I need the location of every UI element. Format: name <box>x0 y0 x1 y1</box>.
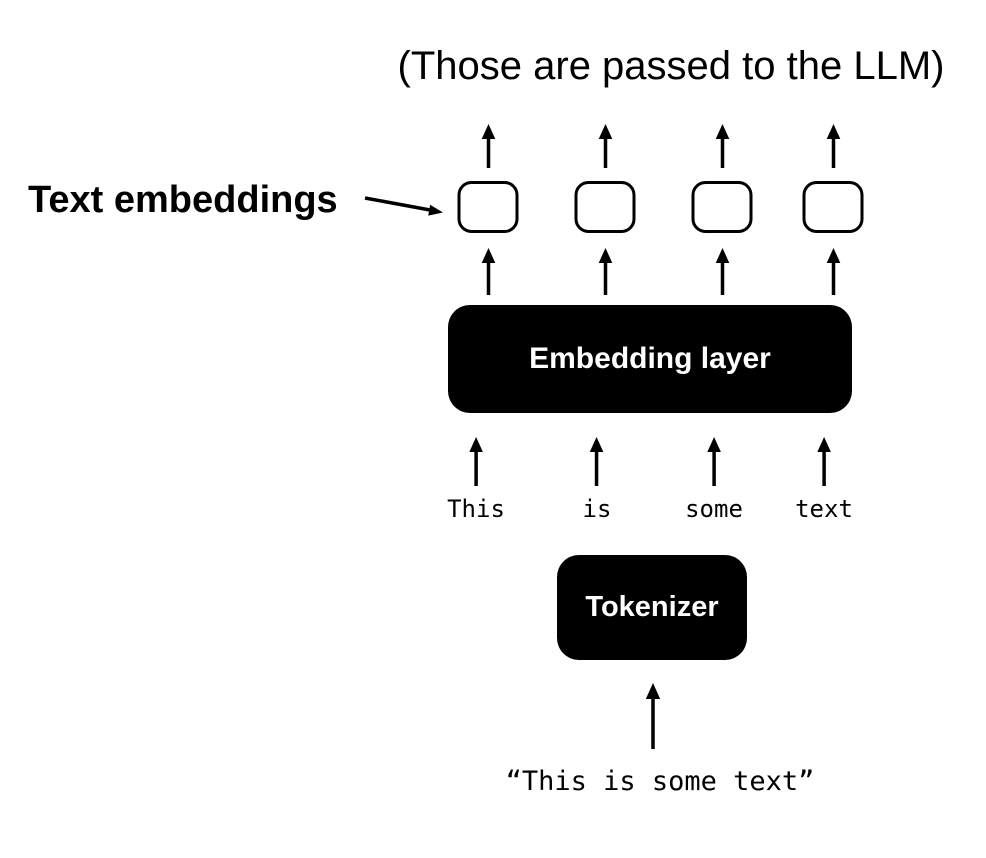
token-column: some <box>685 437 743 522</box>
token-text: text <box>795 495 853 523</box>
up-arrow-icon <box>481 124 495 168</box>
label-pointer-arrow-icon <box>364 196 443 216</box>
token-column: is <box>582 437 612 523</box>
up-arrow-icon <box>598 248 612 295</box>
up-arrow-icon <box>715 124 729 168</box>
embedding-box <box>691 181 753 233</box>
embedding-column <box>457 124 519 295</box>
up-arrow-icon <box>826 248 840 295</box>
embedding-layer-block: Embedding layer <box>448 305 852 413</box>
text-embeddings-label: Text embeddings <box>28 179 338 221</box>
embedding-layer-label: Embedding layer <box>529 342 771 375</box>
token-column: text <box>795 437 853 522</box>
up-arrow-icon <box>481 248 495 295</box>
up-arrow-icon <box>469 437 483 486</box>
input-arrow <box>644 683 662 749</box>
embedding-box <box>574 181 636 233</box>
up-arrow-icon <box>715 248 729 295</box>
tokenizer-block: Tokenizer <box>557 555 747 660</box>
token-text: is <box>582 495 612 523</box>
tokenizer-label: Tokenizer <box>585 591 719 623</box>
up-arrow-icon <box>707 437 721 486</box>
embedding-box <box>802 181 864 233</box>
llm-note: (Those are passed to the LLM) <box>397 44 945 88</box>
up-arrow-icon <box>598 124 612 168</box>
up-arrow-icon <box>590 437 604 486</box>
input-text: “This is some text” <box>505 766 815 797</box>
up-arrow-icon <box>645 683 661 749</box>
token-text: This <box>447 495 505 523</box>
token-column: This <box>447 437 505 522</box>
embedding-column <box>574 124 636 295</box>
embedding-column <box>691 124 753 295</box>
embedding-column <box>802 124 864 295</box>
up-arrow-icon <box>817 437 831 486</box>
up-arrow-icon <box>826 124 840 168</box>
embedding-box <box>457 181 519 233</box>
token-text: some <box>685 495 743 523</box>
